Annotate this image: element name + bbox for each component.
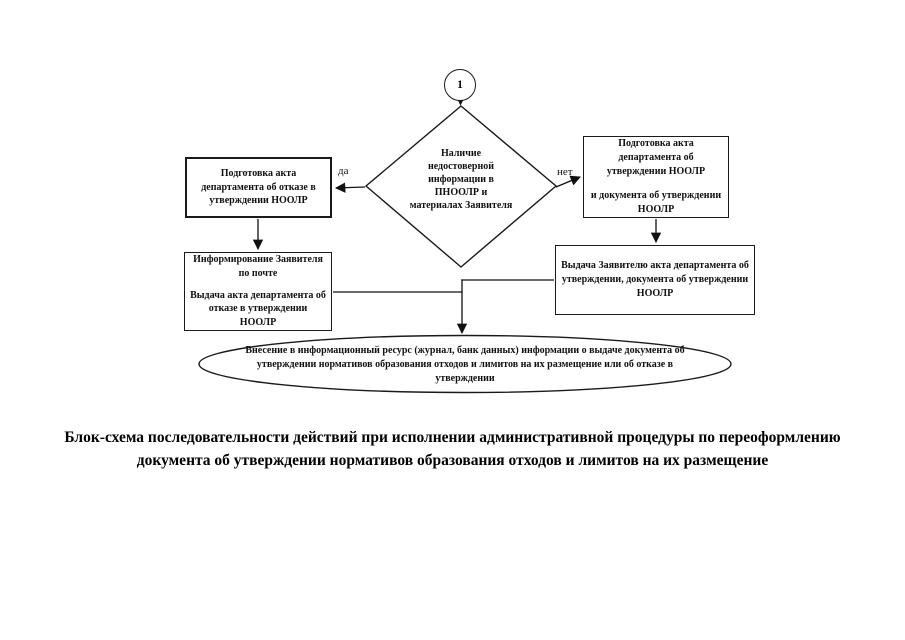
box-inform-applicant: Информирование Заявителя по почте Выдача… [184,252,332,331]
decision-diamond-shape [364,105,558,268]
box-issue-to-applicant: Выдача Заявителю акта департамента об ут… [555,245,755,315]
arrow-decision-to-reject [334,182,366,193]
diagram-caption: Блок-схема последовательности действий п… [0,426,905,473]
box-approve-act-text-1: Подготовка акта департамента об утвержде… [606,138,706,177]
box-reject-act-text: Подготовка акта департамента об отказе в… [201,167,316,207]
box-approve-act-text-2: и документа об утверждении НООЛР [590,190,722,216]
box-inform-applicant-text-1: Информирование Заявителя по почте [193,254,323,279]
box-issue-to-applicant-text: Выдача Заявителю акта департамента об ут… [561,260,749,299]
box-inform-applicant-text-2: Выдача акта департамента об отказе в утв… [190,289,326,329]
record-ellipse-shape [198,334,732,394]
start-connector-circle: 1 [444,69,476,101]
diagram-caption-line-1: Блок-схема последовательности действий п… [64,429,841,446]
edge-label-no: нет [557,166,573,178]
start-connector-label: 1 [457,77,463,91]
decision-diamond-text: Наличие недостоверной информации в ПНООЛ… [409,148,513,211]
edge-label-yes: да [338,165,349,177]
box-approve-act: Подготовка акта департамента об утвержде… [583,136,729,218]
box-reject-act: Подготовка акта департамента об отказе в… [185,157,332,218]
record-ellipse-text: Внесение в информационный ресурс (журнал… [245,345,685,385]
arrow-decision-to-approve [555,175,581,188]
diagram-caption-line-2: документа об утверждении нормативов обра… [136,452,769,470]
